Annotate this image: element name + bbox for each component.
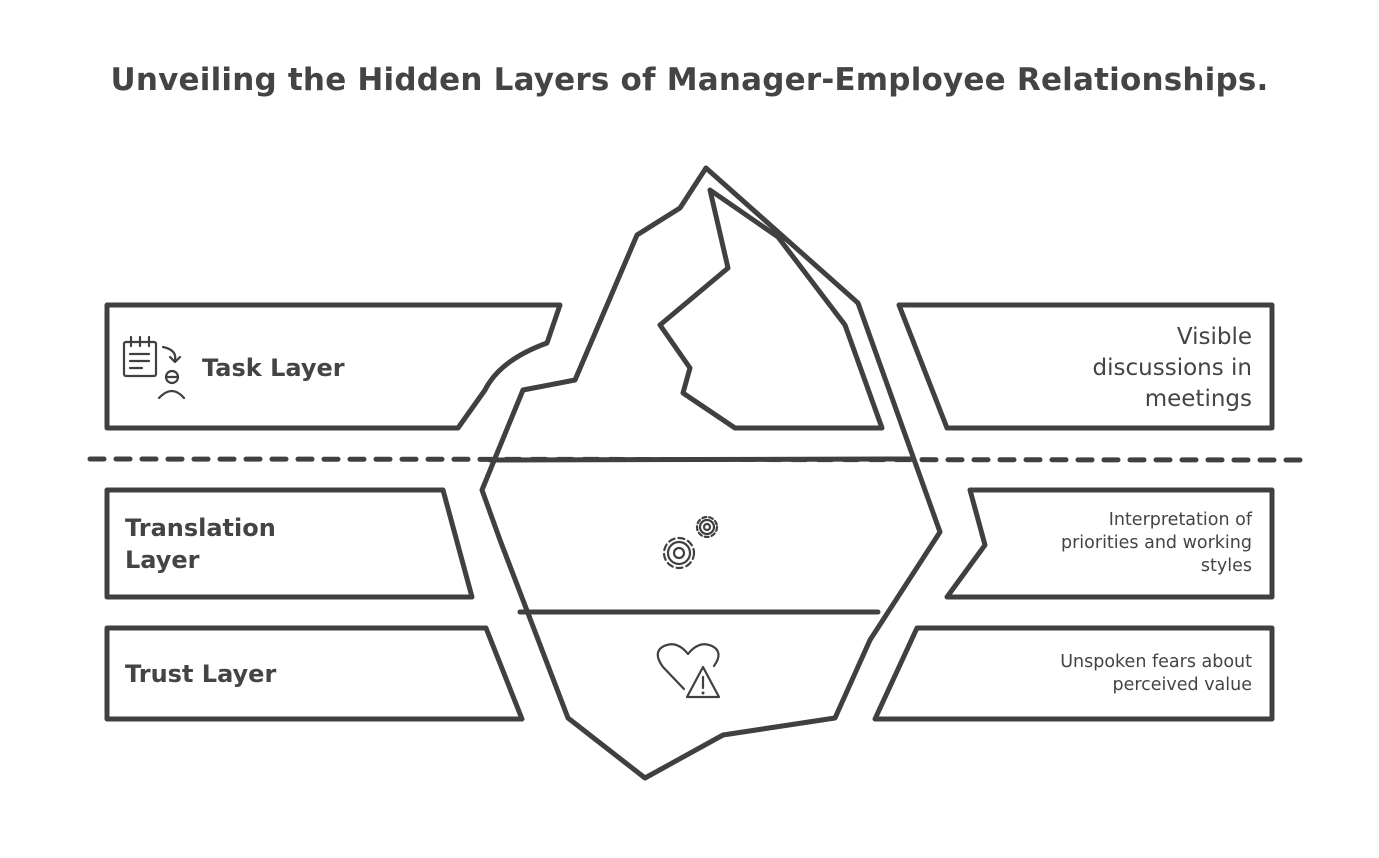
trust-layer-description: Unspoken fears about perceived value: [1060, 652, 1252, 695]
translation-layer-label: Translation Layer: [125, 514, 276, 574]
iceberg-inner-peak: [657, 187, 885, 431]
translation-description-box: [944, 487, 1275, 600]
task-layer-label: Task Layer: [202, 354, 345, 382]
iceberg-water-edge: [487, 456, 915, 463]
gears-icon: [662, 515, 719, 570]
trust-layer-label: Trust Layer: [125, 660, 277, 688]
page-title: Unveiling the Hidden Layers of Manager-E…: [110, 62, 1269, 98]
trust-description-box: [872, 625, 1275, 722]
task-description-box: [896, 302, 1275, 431]
translation-layer-box: [104, 487, 475, 600]
translation-layer-description: Interpretation of priorities and working…: [1061, 510, 1252, 576]
iceberg-outline: [479, 165, 943, 781]
task-person-icon: [122, 335, 186, 400]
heart-warning-icon: [656, 643, 721, 699]
task-layer-description: Visible discussions in meetings: [1092, 324, 1252, 412]
task-layer-box: [104, 302, 563, 431]
trust-layer-box: [104, 625, 525, 722]
